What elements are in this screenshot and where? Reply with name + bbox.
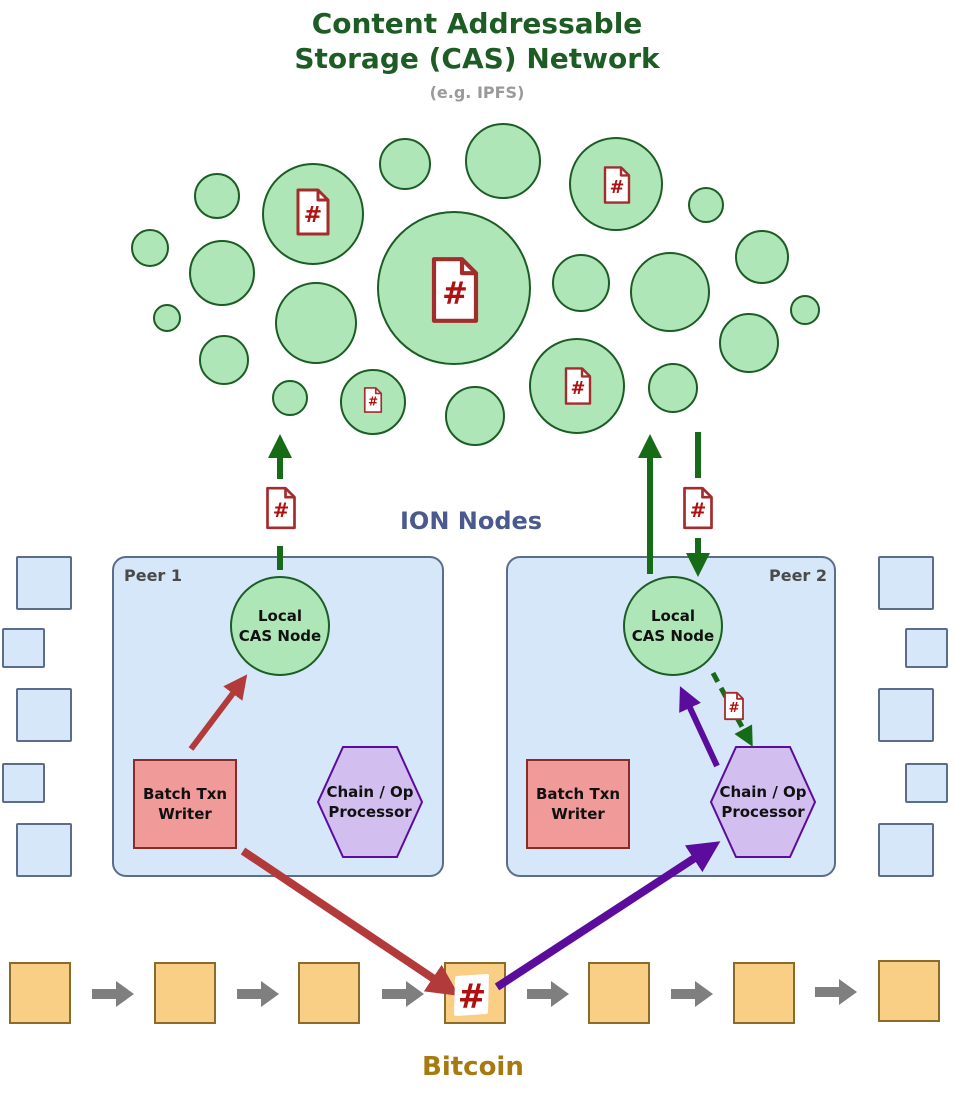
peer-1-batch-txn-writer: Batch Txn Writer [133,759,237,849]
cas-peer-circle [552,254,610,312]
other-ion-node [905,628,948,668]
cas-peer-circle [189,240,255,306]
peer-2-label: Peer 2 [769,566,828,585]
cas-peer-circle [465,123,541,199]
cas-node-label-line-2: CAS Node [238,627,322,645]
bitcoin-block [298,962,360,1024]
cas-peer-circle [275,282,357,364]
cas-node-label-line-1: Local [650,607,695,625]
cas-peer-circle [199,335,249,385]
hash-anchor-icon: # [454,974,489,1017]
title-line-1: Content Addressable [311,7,643,40]
hash-document-icon [683,486,713,530]
hash-document-icon [266,486,296,530]
svg-text:#: # [458,977,487,1017]
cas-peer-circle [445,386,505,446]
batch-writer-label-line-2: Writer [158,805,212,823]
arrow-right-icon [671,981,713,1007]
bitcoin-block [154,962,216,1024]
title-line-2: Storage (CAS) Network [294,42,660,75]
cas-peer-circle [379,138,431,190]
subtitle: (e.g. IPFS) [429,83,525,102]
other-ion-node [16,556,72,610]
cas-node-label-line-1: Local [257,607,302,625]
arrow-right-icon [92,981,134,1007]
other-ion-node [16,688,72,742]
cas-node-label-line-2: CAS Node [631,627,715,645]
arrow-right-icon [527,981,569,1007]
processor-label-line-2: Processor [328,803,412,821]
ion-nodes-label: ION Nodes [400,507,543,535]
arrow-right-icon [382,981,424,1007]
processor-label-line-1: Chain / Op [326,783,414,801]
arrow-right-icon [237,981,279,1007]
bitcoin-block [588,962,650,1024]
cas-peer-circle [648,363,698,413]
peer-2-chain-op-processor: Chain / Op Processor [710,746,816,858]
other-ion-node [878,556,934,610]
peer-2-batch-txn-writer: Batch Txn Writer [526,759,630,849]
cas-peer-circle [131,229,169,267]
other-ion-node [878,823,934,877]
other-ion-node [2,628,45,668]
batch-writer-label-line-1: Batch Txn [535,785,621,803]
bitcoin-block [733,962,795,1024]
peer-1-label: Peer 1 [124,566,183,585]
bitcoin-block [9,962,71,1024]
cas-peer-circle [194,173,240,219]
bitcoin-label: Bitcoin [422,1052,524,1082]
processor-label-line-2: Processor [721,803,805,821]
batch-writer-label-line-1: Batch Txn [142,785,228,803]
bitcoin-block [878,960,940,1022]
other-ion-node [878,688,934,742]
cas-peer-circle [790,295,820,325]
cas-peer-circle [719,313,779,373]
other-ion-node [905,763,948,803]
peer-1-chain-op-processor: Chain / Op Processor [317,746,423,858]
arrow-right-icon [815,979,857,1005]
cas-peer-circle [630,252,710,332]
cas-peer-circle [153,304,181,332]
other-ion-node [2,763,45,803]
cas-peer-circle [272,380,308,416]
other-ion-node [16,823,72,877]
hash-document-icon [724,691,744,721]
batch-writer-label-line-2: Writer [551,805,605,823]
cas-peer-circle [688,187,724,223]
cas-peer-circle [735,230,789,284]
processor-label-line-1: Chain / Op [719,783,807,801]
